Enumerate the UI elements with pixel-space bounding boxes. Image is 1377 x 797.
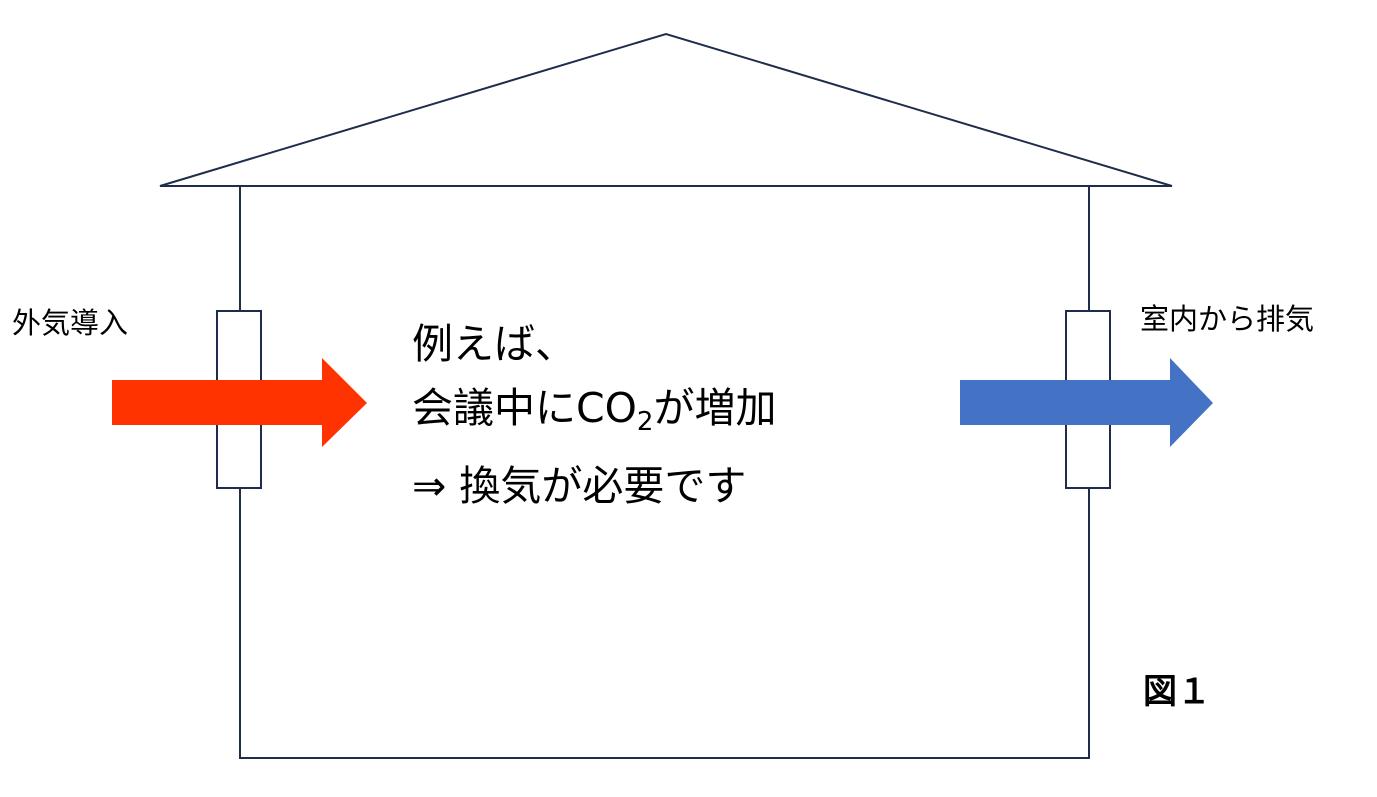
message-text: 例えば、 会議中にCO2が増加 ⇒ 換気が必要です	[412, 312, 776, 518]
exhaust-label: 室内から排気	[1140, 302, 1315, 336]
roof	[159, 32, 1173, 187]
message-line-3: ⇒ 換気が必要です	[412, 462, 747, 510]
co-text: CO	[576, 384, 637, 432]
exhaust-arrow	[960, 358, 1213, 447]
message-line-2-prefix: 会議中に	[412, 384, 576, 432]
intake-arrow	[112, 358, 367, 447]
intake-label: 外気導入	[12, 306, 129, 340]
message-line-2-suffix: が増加	[653, 384, 777, 432]
message-line-2: 会議中にCO2が増加	[412, 376, 776, 454]
figure-label: 図１	[1143, 672, 1211, 712]
message-line-1: 例えば、	[412, 320, 576, 368]
co2-subscript: 2	[636, 407, 654, 437]
